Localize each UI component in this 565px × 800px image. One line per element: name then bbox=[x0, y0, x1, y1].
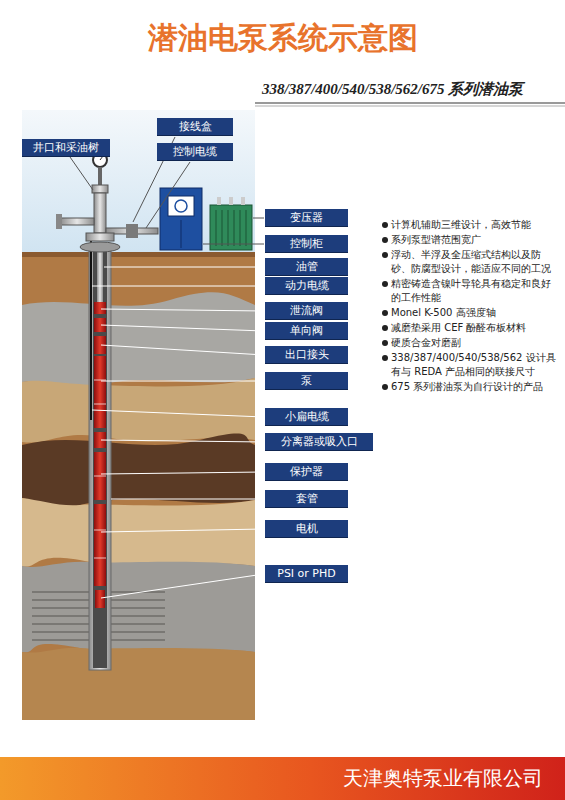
feature-item: Monel K-500 高强度轴 bbox=[382, 306, 558, 320]
bullet-dot bbox=[382, 237, 388, 243]
callout-label: PSI or PHD bbox=[277, 567, 335, 580]
callout-box: 电机 bbox=[265, 520, 348, 538]
callout-box: 接线盒 bbox=[157, 118, 233, 136]
bullet-dot bbox=[382, 355, 388, 361]
feature-item: 减磨垫采用 CEF 酚醛布板材料 bbox=[382, 321, 558, 335]
callout-box: 井口和采油树 bbox=[22, 139, 110, 157]
company-band: 天津奥特泵业有限公司 bbox=[0, 757, 565, 800]
casing bbox=[89, 250, 111, 670]
bullet-dot bbox=[382, 281, 388, 287]
feature-text: 硬质合金对磨副 bbox=[391, 337, 461, 348]
callout-label: 电机 bbox=[296, 522, 318, 535]
bullet-dot bbox=[382, 252, 388, 258]
callout-label: 井口和采油树 bbox=[33, 141, 99, 154]
callout-box: 出口接头 bbox=[265, 346, 348, 364]
callout-box: 变压器 bbox=[265, 209, 348, 227]
pump-string bbox=[94, 302, 106, 608]
feature-text: 精密铸造含镍叶导轮具有稳定和良好的工作性能 bbox=[391, 278, 551, 303]
feature-item: 系列泵型谱范围宽广 bbox=[382, 233, 558, 247]
feature-list: 计算机辅助三维设计，高效节能系列泵型谱范围宽广浮动、半浮及全压缩式结构以及防砂、… bbox=[382, 218, 558, 395]
callout-box: 控制柜 bbox=[265, 235, 348, 253]
diagram-title: 潜油电泵系统示意图 bbox=[0, 18, 565, 59]
feature-item: 浮动、半浮及全压缩式结构以及防砂、防腐型设计，能适应不同的工况 bbox=[382, 248, 558, 276]
callout-box: 泄流阀 bbox=[265, 302, 348, 320]
callout-label: 泵 bbox=[301, 374, 312, 387]
callout-label: 保护器 bbox=[290, 465, 323, 478]
feature-text: Monel K-500 高强度轴 bbox=[391, 307, 496, 318]
callout-box: 控制电缆 bbox=[157, 143, 233, 161]
callout-box: PSI or PHD bbox=[265, 565, 348, 583]
callout-box: 套管 bbox=[265, 490, 348, 508]
feature-item: 675 系列潜油泵为自行设计的产品 bbox=[382, 380, 558, 394]
callout-label: 接线盒 bbox=[179, 120, 212, 133]
feature-text: 减磨垫采用 CEF 酚醛布板材料 bbox=[391, 322, 526, 333]
callout-box: 保护器 bbox=[265, 463, 348, 481]
transformer bbox=[210, 197, 252, 250]
feature-text: 系列泵型谱范围宽广 bbox=[391, 234, 481, 245]
callout-label: 套管 bbox=[296, 492, 318, 505]
bullet-dot bbox=[382, 384, 388, 390]
feature-item: 计算机辅助三维设计，高效节能 bbox=[382, 218, 558, 232]
feature-item: 精密铸造含镍叶导轮具有稳定和良好的工作性能 bbox=[382, 277, 558, 305]
callout-label: 变压器 bbox=[290, 211, 323, 224]
leader-lines bbox=[70, 137, 264, 598]
bullet-dot bbox=[382, 325, 388, 331]
bullet-dot bbox=[382, 310, 388, 316]
feature-text: 675 系列潜油泵为自行设计的产品 bbox=[391, 381, 543, 392]
subtitle: 338/387/400/540/538/562/675 系列潜油泵 bbox=[262, 80, 523, 99]
feature-text: 338/387/400/540/538/562 设计具有与 REDA 产品相同的… bbox=[391, 352, 556, 377]
callout-label: 单向阀 bbox=[290, 324, 323, 337]
callout-label: 泄流阀 bbox=[290, 304, 323, 317]
callout-box: 分离器或吸入口 bbox=[265, 433, 373, 451]
power-cable bbox=[90, 240, 92, 420]
callout-label: 分离器或吸入口 bbox=[281, 435, 358, 448]
callout-box: 单向阀 bbox=[265, 322, 348, 340]
soil-layers bbox=[22, 252, 255, 720]
company-name: 天津奥特泵业有限公司 bbox=[343, 766, 543, 790]
feature-text: 浮动、半浮及全压缩式结构以及防砂、防腐型设计，能适应不同的工况 bbox=[391, 249, 551, 274]
callout-box: 油管 bbox=[265, 258, 348, 276]
callout-label: 控制电缆 bbox=[173, 145, 217, 158]
callout-box: 小扁电缆 bbox=[265, 408, 348, 426]
bullet-dot bbox=[382, 340, 388, 346]
callout-label: 动力电缆 bbox=[285, 279, 329, 292]
callout-box: 泵 bbox=[265, 372, 348, 390]
bullet-dot bbox=[382, 222, 388, 228]
callout-label: 小扁电缆 bbox=[285, 410, 329, 423]
callout-label: 出口接头 bbox=[285, 348, 329, 361]
callout-label: 控制柜 bbox=[290, 237, 323, 250]
feature-item: 338/387/400/540/538/562 设计具有与 REDA 产品相同的… bbox=[382, 351, 558, 379]
subtitle-rule bbox=[255, 102, 565, 104]
subtitle-rule bbox=[255, 105, 565, 107]
sky bbox=[22, 110, 255, 258]
feature-text: 计算机辅助三维设计，高效节能 bbox=[391, 219, 531, 230]
feature-item: 硬质合金对磨副 bbox=[382, 336, 558, 350]
callout-box: 动力电缆 bbox=[265, 277, 348, 295]
callout-label: 油管 bbox=[296, 260, 318, 273]
